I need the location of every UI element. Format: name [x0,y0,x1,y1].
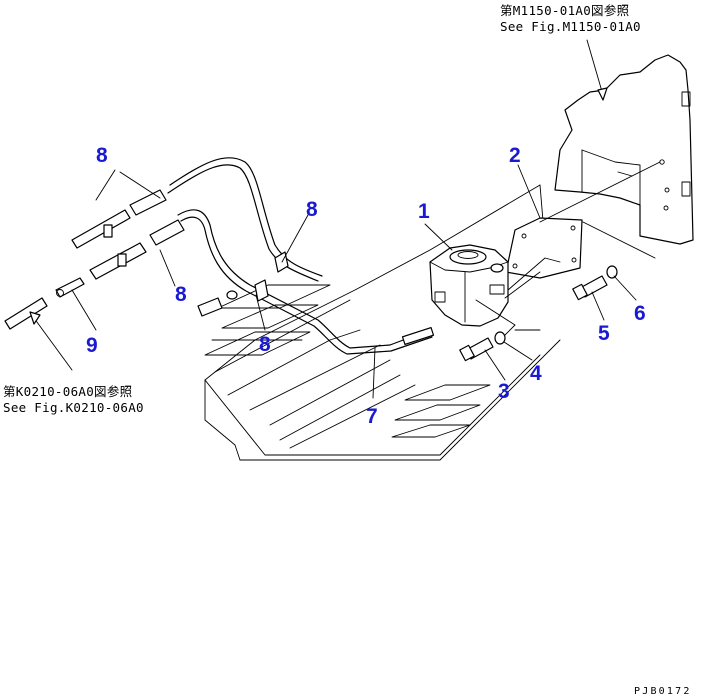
ref-top-right-en: See Fig.M1150-01A0 [500,19,641,34]
callout-3: 3 [498,380,510,403]
callout-5: 5 [598,322,610,345]
callout-9: 9 [86,334,98,357]
callout-1: 1 [418,200,430,223]
ref-left-jp: 第K0210-06A0図参照 [3,384,132,399]
frame-bracket [554,54,694,245]
callout-8-top: 8 [96,144,108,167]
washer-hoses [167,157,435,355]
washer-tank [429,244,561,341]
callout-7: 7 [366,405,378,428]
bolts-washers [459,265,618,362]
ref-left-en: See Fig.K0210-06A0 [3,400,144,415]
nozzle-joints [4,189,289,330]
drawing-code: PJB0172 [634,686,692,697]
callout-8-upper-right: 8 [306,198,318,221]
ref-top-right-jp: 第M1150-01A0図参照 [500,3,629,18]
leader-lines [29,39,637,399]
machine-body-outline [204,184,561,461]
callout-4: 4 [530,362,542,385]
callout-8-lower: 8 [259,333,271,356]
callout-2: 2 [509,144,521,167]
callout-8-mid: 8 [175,283,187,306]
callout-6: 6 [634,302,646,325]
